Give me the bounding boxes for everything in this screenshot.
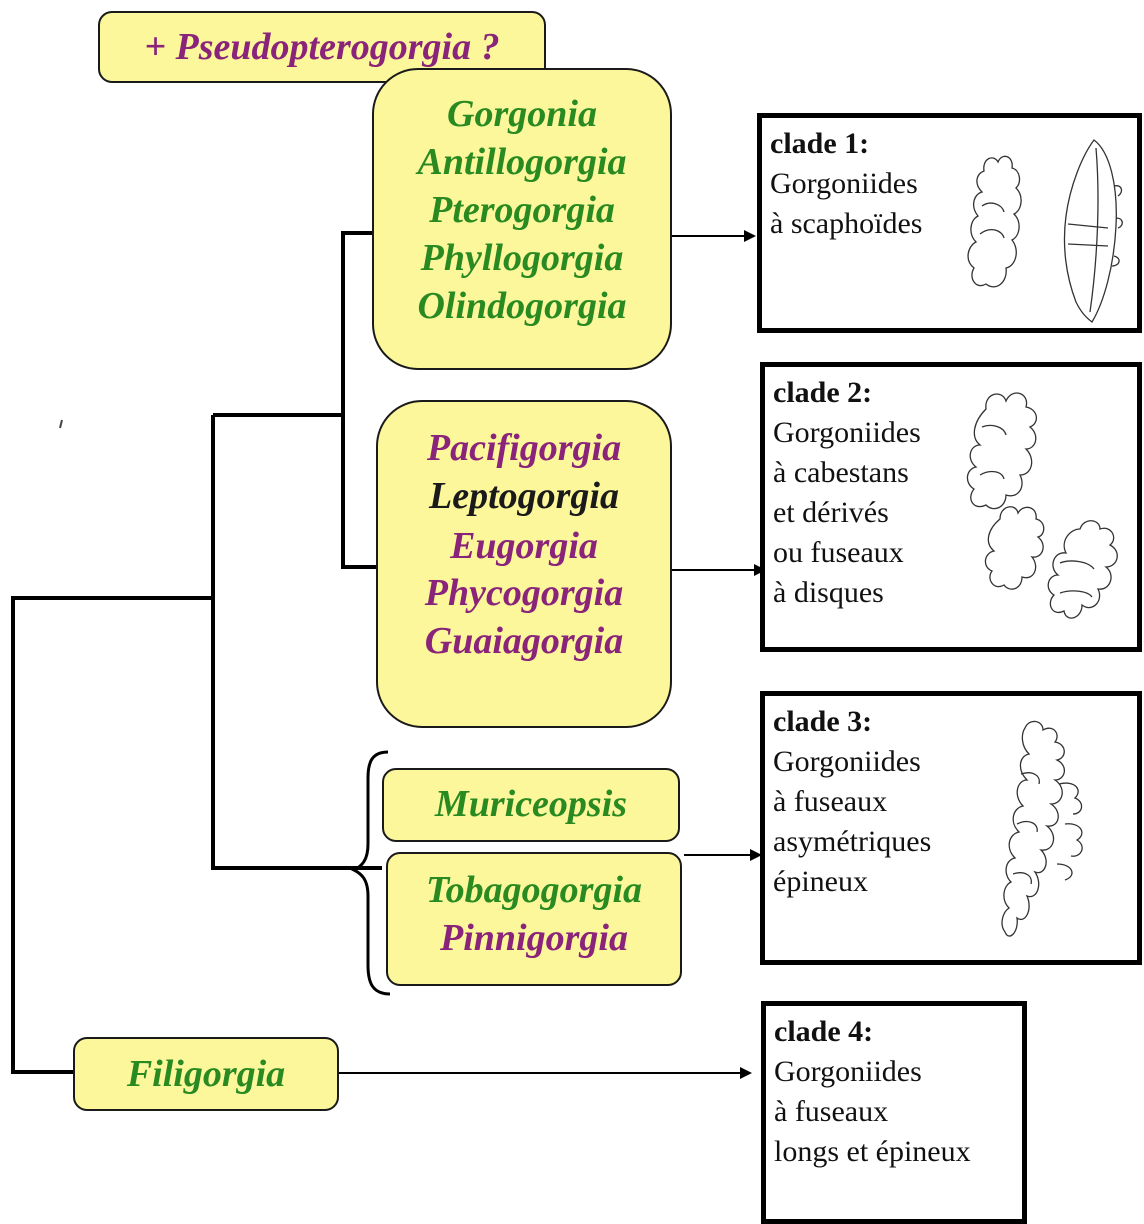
clade-1-box: clade 1: Gorgoniides à scaphoïdes [757, 113, 1142, 333]
taxon-olindogorgia: Olindogorgia [374, 282, 670, 330]
clade-3-line-4: épineux [773, 862, 931, 902]
taxon-gorgonia: Gorgonia [374, 90, 670, 138]
clade-2-title: clade 2: [773, 373, 921, 413]
group-3-box: Tobagogorgia Pinnigorgia [386, 852, 682, 986]
clade-1-text: clade 1: Gorgoniides à scaphoïdes [770, 124, 922, 244]
taxon-pinnigorgia: Pinnigorgia [388, 914, 680, 962]
taxon-tobagogorgia: Tobagogorgia [388, 866, 680, 914]
clade-2-line-2: à cabestans [773, 453, 921, 493]
filigorgia-box: Filigorgia [73, 1037, 339, 1111]
node-a-branch [213, 415, 382, 868]
spindle-sclerite-drawing [995, 714, 1115, 954]
clade-4-text: clade 4: Gorgoniides à fuseaux longs et … [774, 1012, 971, 1172]
clade-2-line-3: et dérivés [773, 493, 921, 533]
clade-2-line-1: Gorgoniides [773, 413, 921, 453]
taxon-pacifigorgia: Pacifigorgia [378, 424, 670, 472]
clade-3-line-3: asymétriques [773, 822, 931, 862]
clade-3-line-1: Gorgoniides [773, 742, 931, 782]
clade-2-text: clade 2: Gorgoniides à cabestans et déri… [773, 373, 921, 613]
clade-3-line-2: à fuseaux [773, 782, 931, 822]
capstan-sclerite-drawing [960, 379, 1140, 651]
pseudopterogorgia-label: + Pseudopterogorgia ? [100, 23, 544, 71]
stray-mark [60, 420, 62, 428]
clade-4-line-1: Gorgoniides [774, 1052, 971, 1092]
taxon-pterogorgia: Pterogorgia [374, 186, 670, 234]
clade-3-title: clade 3: [773, 702, 931, 742]
clade-2-box: clade 2: Gorgoniides à cabestans et déri… [760, 362, 1142, 652]
clade-2-line-5: à disques [773, 573, 921, 613]
group-2-box: Pacifigorgia Leptogorgia Eugorgia Phycog… [376, 400, 672, 728]
taxon-filigorgia: Filigorgia [75, 1050, 337, 1098]
clade-4-line-3: longs et épineux [774, 1132, 971, 1172]
taxon-guaiagorgia: Guaiagorgia [378, 617, 670, 665]
taxon-phycogorgia: Phycogorgia [378, 569, 670, 617]
taxon-muriceopsis: Muriceopsis [384, 780, 678, 828]
taxon-leptogorgia: Leptogorgia [378, 472, 670, 520]
clade-2-line-4: ou fuseaux [773, 533, 921, 573]
muriceopsis-box: Muriceopsis [382, 768, 680, 842]
clade-1-line-2: à scaphoïdes [770, 204, 922, 244]
clade-3-box: clade 3: Gorgoniides à fuseaux asymétriq… [760, 691, 1142, 965]
clade-1-line-1: Gorgoniides [770, 164, 922, 204]
clade-4-box: clade 4: Gorgoniides à fuseaux longs et … [761, 1001, 1027, 1224]
taxon-antillogorgia: Antillogorgia [374, 138, 670, 186]
clade-1-title: clade 1: [770, 124, 922, 164]
group-1-box: Gorgonia Antillogorgia Pterogorgia Phyll… [372, 68, 672, 370]
clade-3-text: clade 3: Gorgoniides à fuseaux asymétriq… [773, 702, 931, 902]
clade-4-line-2: à fuseaux [774, 1092, 971, 1132]
taxon-phyllogorgia: Phyllogorgia [374, 234, 670, 282]
root-branch [13, 598, 213, 1072]
clade-4-title: clade 4: [774, 1012, 971, 1052]
taxon-eugorgia: Eugorgia [378, 522, 670, 570]
scaphoid-sclerite-drawing [962, 126, 1137, 331]
